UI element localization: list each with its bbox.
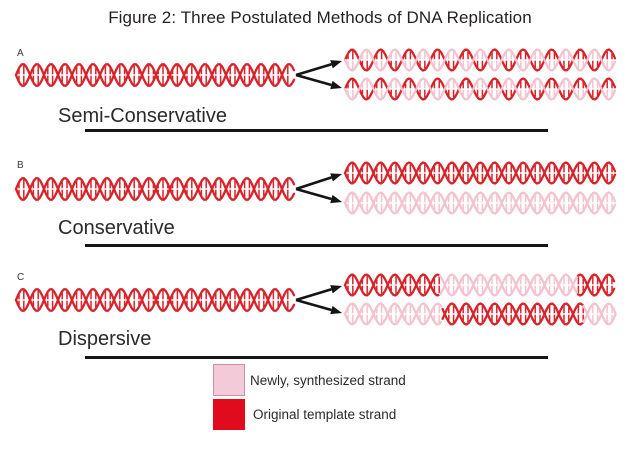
section-c-label: Dispersive — [58, 328, 152, 350]
section-b-underline — [85, 244, 548, 247]
section-a-underline — [85, 129, 548, 132]
section-b-label: Conservative — [58, 217, 175, 239]
section-c-underline — [85, 356, 548, 359]
section-b-letter: B — [17, 160, 24, 171]
parent-helix-a — [14, 63, 296, 87]
daughter-helix-b-2 — [343, 191, 617, 215]
fork-arrow-b-down — [295, 187, 342, 204]
daughter-helix-c-1 — [343, 273, 616, 297]
parent-helix-b — [14, 177, 296, 201]
fork-arrow-c-up — [295, 285, 342, 302]
daughter-helix-a-2 — [343, 77, 617, 101]
legend-label-new-strand: Newly, synthesized strand — [250, 373, 406, 388]
daughter-helix-b-1 — [343, 161, 617, 185]
legend-swatch-new-strand — [213, 364, 245, 396]
legend-swatch-original-strand — [213, 399, 245, 430]
fork-arrow-a-down — [295, 73, 342, 90]
fork-arrow-c-down — [295, 298, 342, 315]
fork-arrow-a-up — [295, 60, 342, 77]
daughter-helix-c-2 — [343, 302, 617, 326]
fork-arrow-b-up — [295, 173, 342, 191]
legend-label-original-strand: Original template strand — [253, 407, 397, 422]
section-a-label: Semi-Conservative — [58, 105, 227, 127]
section-c-letter: C — [17, 272, 25, 283]
daughter-helix-a-1 — [343, 48, 617, 72]
parent-helix-c — [14, 288, 296, 312]
section-a-letter: A — [17, 48, 24, 59]
figure-title: Figure 2: Three Postulated Methods of DN… — [108, 8, 532, 27]
